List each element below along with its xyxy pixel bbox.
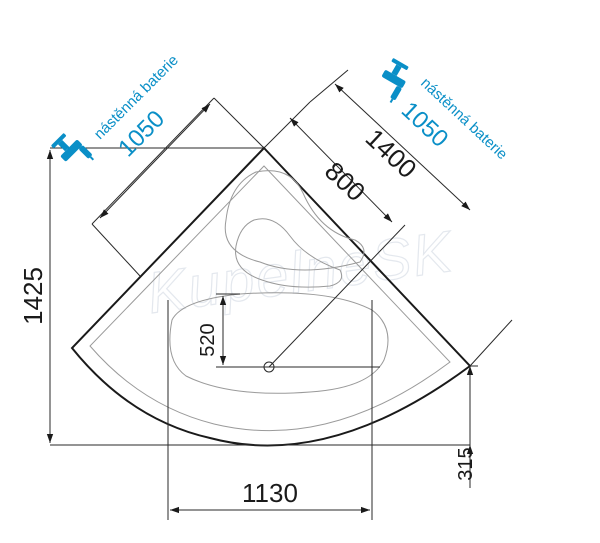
tap-annotation-left: nástěnná baterie 1050 [51,52,182,162]
tub-outline [70,146,472,447]
seat-lower [235,218,343,288]
tub-rim [89,165,451,432]
watermark-text: KupelneSK [143,219,458,326]
dim-800-label: 800 [319,156,371,208]
wall-tap-icon [51,133,95,162]
dim-1400-line [334,83,471,211]
dim-520-label: 520 [197,323,219,356]
basin-outline [169,292,389,394]
wall-tap-icon [382,58,409,104]
dim-315-label: 315 [455,447,477,480]
dim-1130-label: 1130 [242,478,298,508]
dim-800-line [289,117,393,223]
dim-1425-label: 1425 [18,267,48,325]
dim-left-tap-line [99,103,211,219]
